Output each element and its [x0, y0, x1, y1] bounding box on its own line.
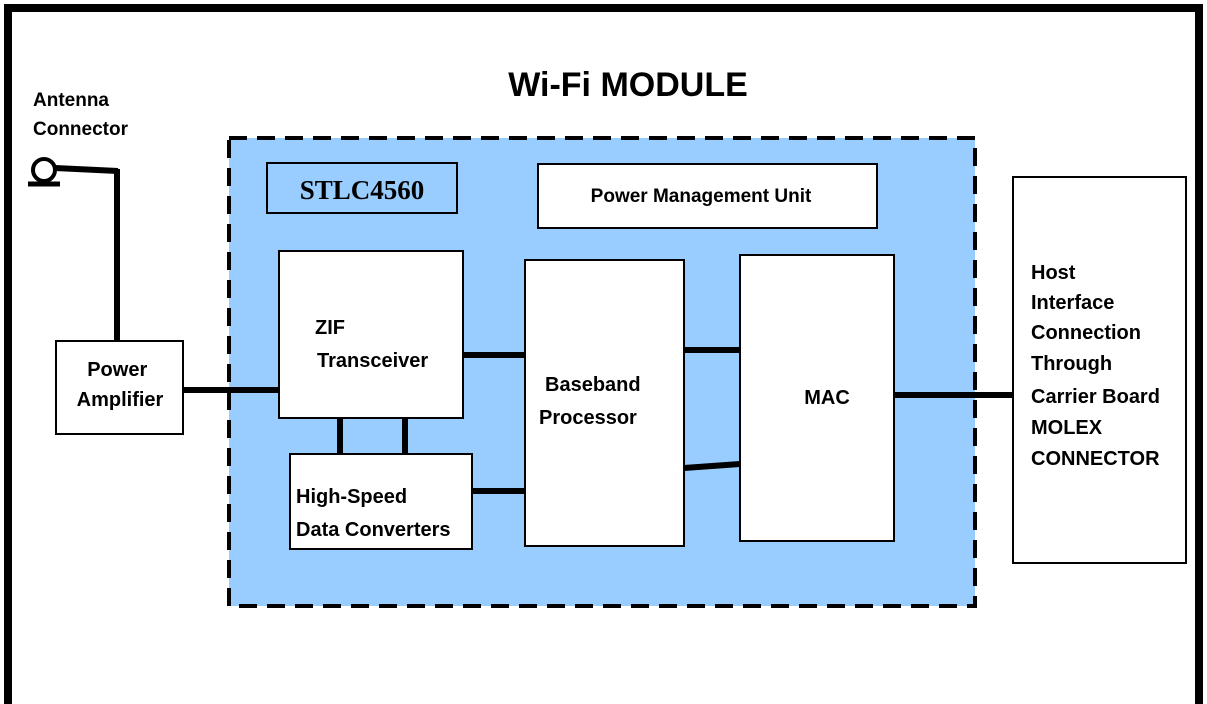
power-management-unit-box	[537, 163, 878, 229]
antenna-connector-icon	[28, 157, 120, 341]
chip-label: STLC4560	[300, 175, 425, 205]
mac-label: MAC	[804, 387, 850, 409]
connector-lines	[183, 347, 1013, 494]
antenna-label: Antenna Connector	[33, 90, 129, 140]
zif-transceiver-box	[278, 250, 464, 419]
power-management-unit-label: Power Management Unit	[591, 186, 812, 207]
host-interface-label: Host Interface Connection Through Carrie…	[1031, 262, 1166, 470]
zif-transceiver-label: ZIF Transceiver	[315, 317, 428, 372]
chip-label-box	[266, 162, 458, 214]
mac-box	[739, 254, 895, 542]
power-amplifier-box	[55, 340, 184, 435]
data-converters-box	[289, 453, 473, 550]
power-amplifier-label: Power Amplifier	[77, 359, 164, 411]
host-interface-box	[1012, 176, 1187, 564]
outer-frame	[4, 4, 1203, 704]
data-converters-label: High-Speed Data Converters	[296, 486, 451, 541]
baseband-to-mac-line-bottom	[683, 461, 741, 471]
diagram-title: Wi-Fi MODULE	[508, 66, 748, 104]
baseband-processor-box	[524, 259, 685, 547]
baseband-processor-label: Baseband Processor	[539, 374, 646, 429]
